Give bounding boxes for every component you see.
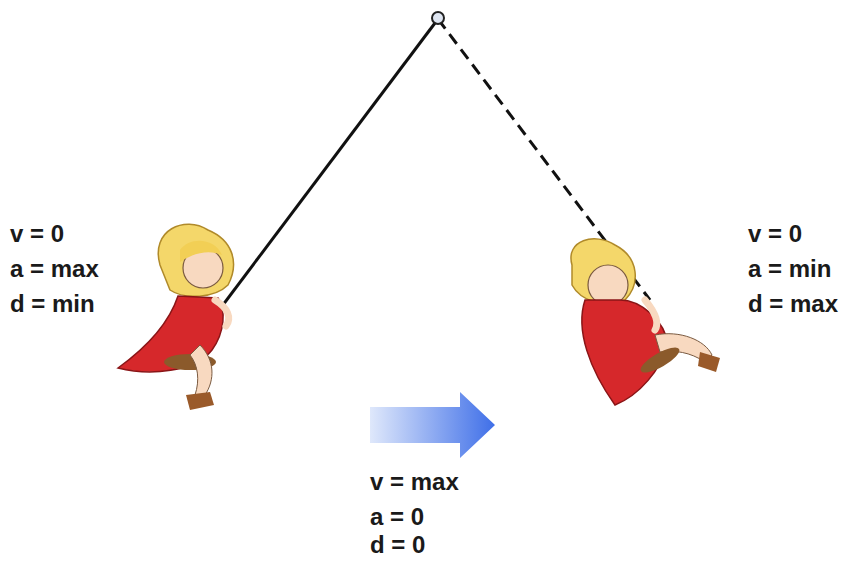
acceleration-label: a = max — [10, 257, 99, 281]
acceleration-label: a = 0 — [370, 505, 424, 529]
motion-arrow — [370, 392, 495, 458]
velocity-label: v = 0 — [748, 222, 802, 246]
girl-right — [571, 239, 720, 405]
girl-left — [118, 224, 234, 410]
pivot — [432, 12, 444, 24]
velocity-label: v = 0 — [10, 222, 64, 246]
displacement-label: d = max — [748, 292, 838, 316]
displacement-label: d = 0 — [370, 533, 425, 557]
velocity-label: v = max — [370, 470, 459, 494]
acceleration-label: a = min — [748, 257, 831, 281]
displacement-label: d = min — [10, 292, 95, 316]
